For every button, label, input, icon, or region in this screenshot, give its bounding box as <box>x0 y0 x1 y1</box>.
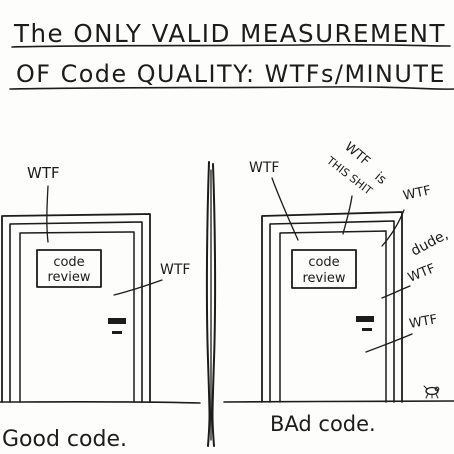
left-keyhole <box>112 331 122 334</box>
left-door-frame <box>1 213 151 403</box>
title-line-2: OF Code QUALITY: WTFs/MINUTE <box>16 60 446 88</box>
right-door-handle <box>356 316 374 322</box>
title-underline-1 <box>11 43 451 48</box>
right-sign-line-2: review <box>303 271 346 286</box>
right-wtf-pointer-bottom <box>365 333 413 353</box>
right-code-review-sign <box>291 249 357 289</box>
right-caption: BAd code. <box>270 412 376 436</box>
left-sign-line-2: review <box>48 270 91 285</box>
right-dude-pointer <box>381 285 411 299</box>
left-wtf-label-1: WTF <box>27 164 60 182</box>
title-underline-2 <box>9 86 454 90</box>
left-code-review-sign <box>36 249 102 288</box>
right-shout-line-2: is <box>371 170 389 188</box>
right-wtf-pointer-top <box>271 177 299 241</box>
left-wtf-label-2: WTF <box>160 262 190 278</box>
right-keyhole <box>362 328 372 331</box>
right-sign-line-1: code <box>308 255 339 270</box>
left-wtf-pointer-1 <box>46 185 49 243</box>
right-dude-line-1: dude, <box>408 227 451 260</box>
left-wtf-pointer-2 <box>113 279 163 296</box>
right-shout-pointer <box>342 195 353 235</box>
right-dude-line-2: WTF <box>406 261 438 286</box>
title-line-1: The ONLY VALID MEASUREMENT <box>13 19 446 48</box>
panel-divider <box>205 161 217 447</box>
right-door-frame <box>261 211 403 403</box>
left-floor-line <box>0 400 201 404</box>
right-wtf-label-top: WTF <box>249 160 279 176</box>
right-wtf-pointer-right <box>381 209 405 247</box>
right-wtf-label-bottom: WTF <box>408 312 438 332</box>
bug-icon <box>423 385 440 399</box>
left-door-handle <box>108 318 126 324</box>
left-caption: Good code. <box>2 427 127 452</box>
right-wtf-label-right: WTF <box>402 183 433 204</box>
left-sign-line-1: code <box>53 255 84 270</box>
right-floor-line <box>223 400 454 403</box>
